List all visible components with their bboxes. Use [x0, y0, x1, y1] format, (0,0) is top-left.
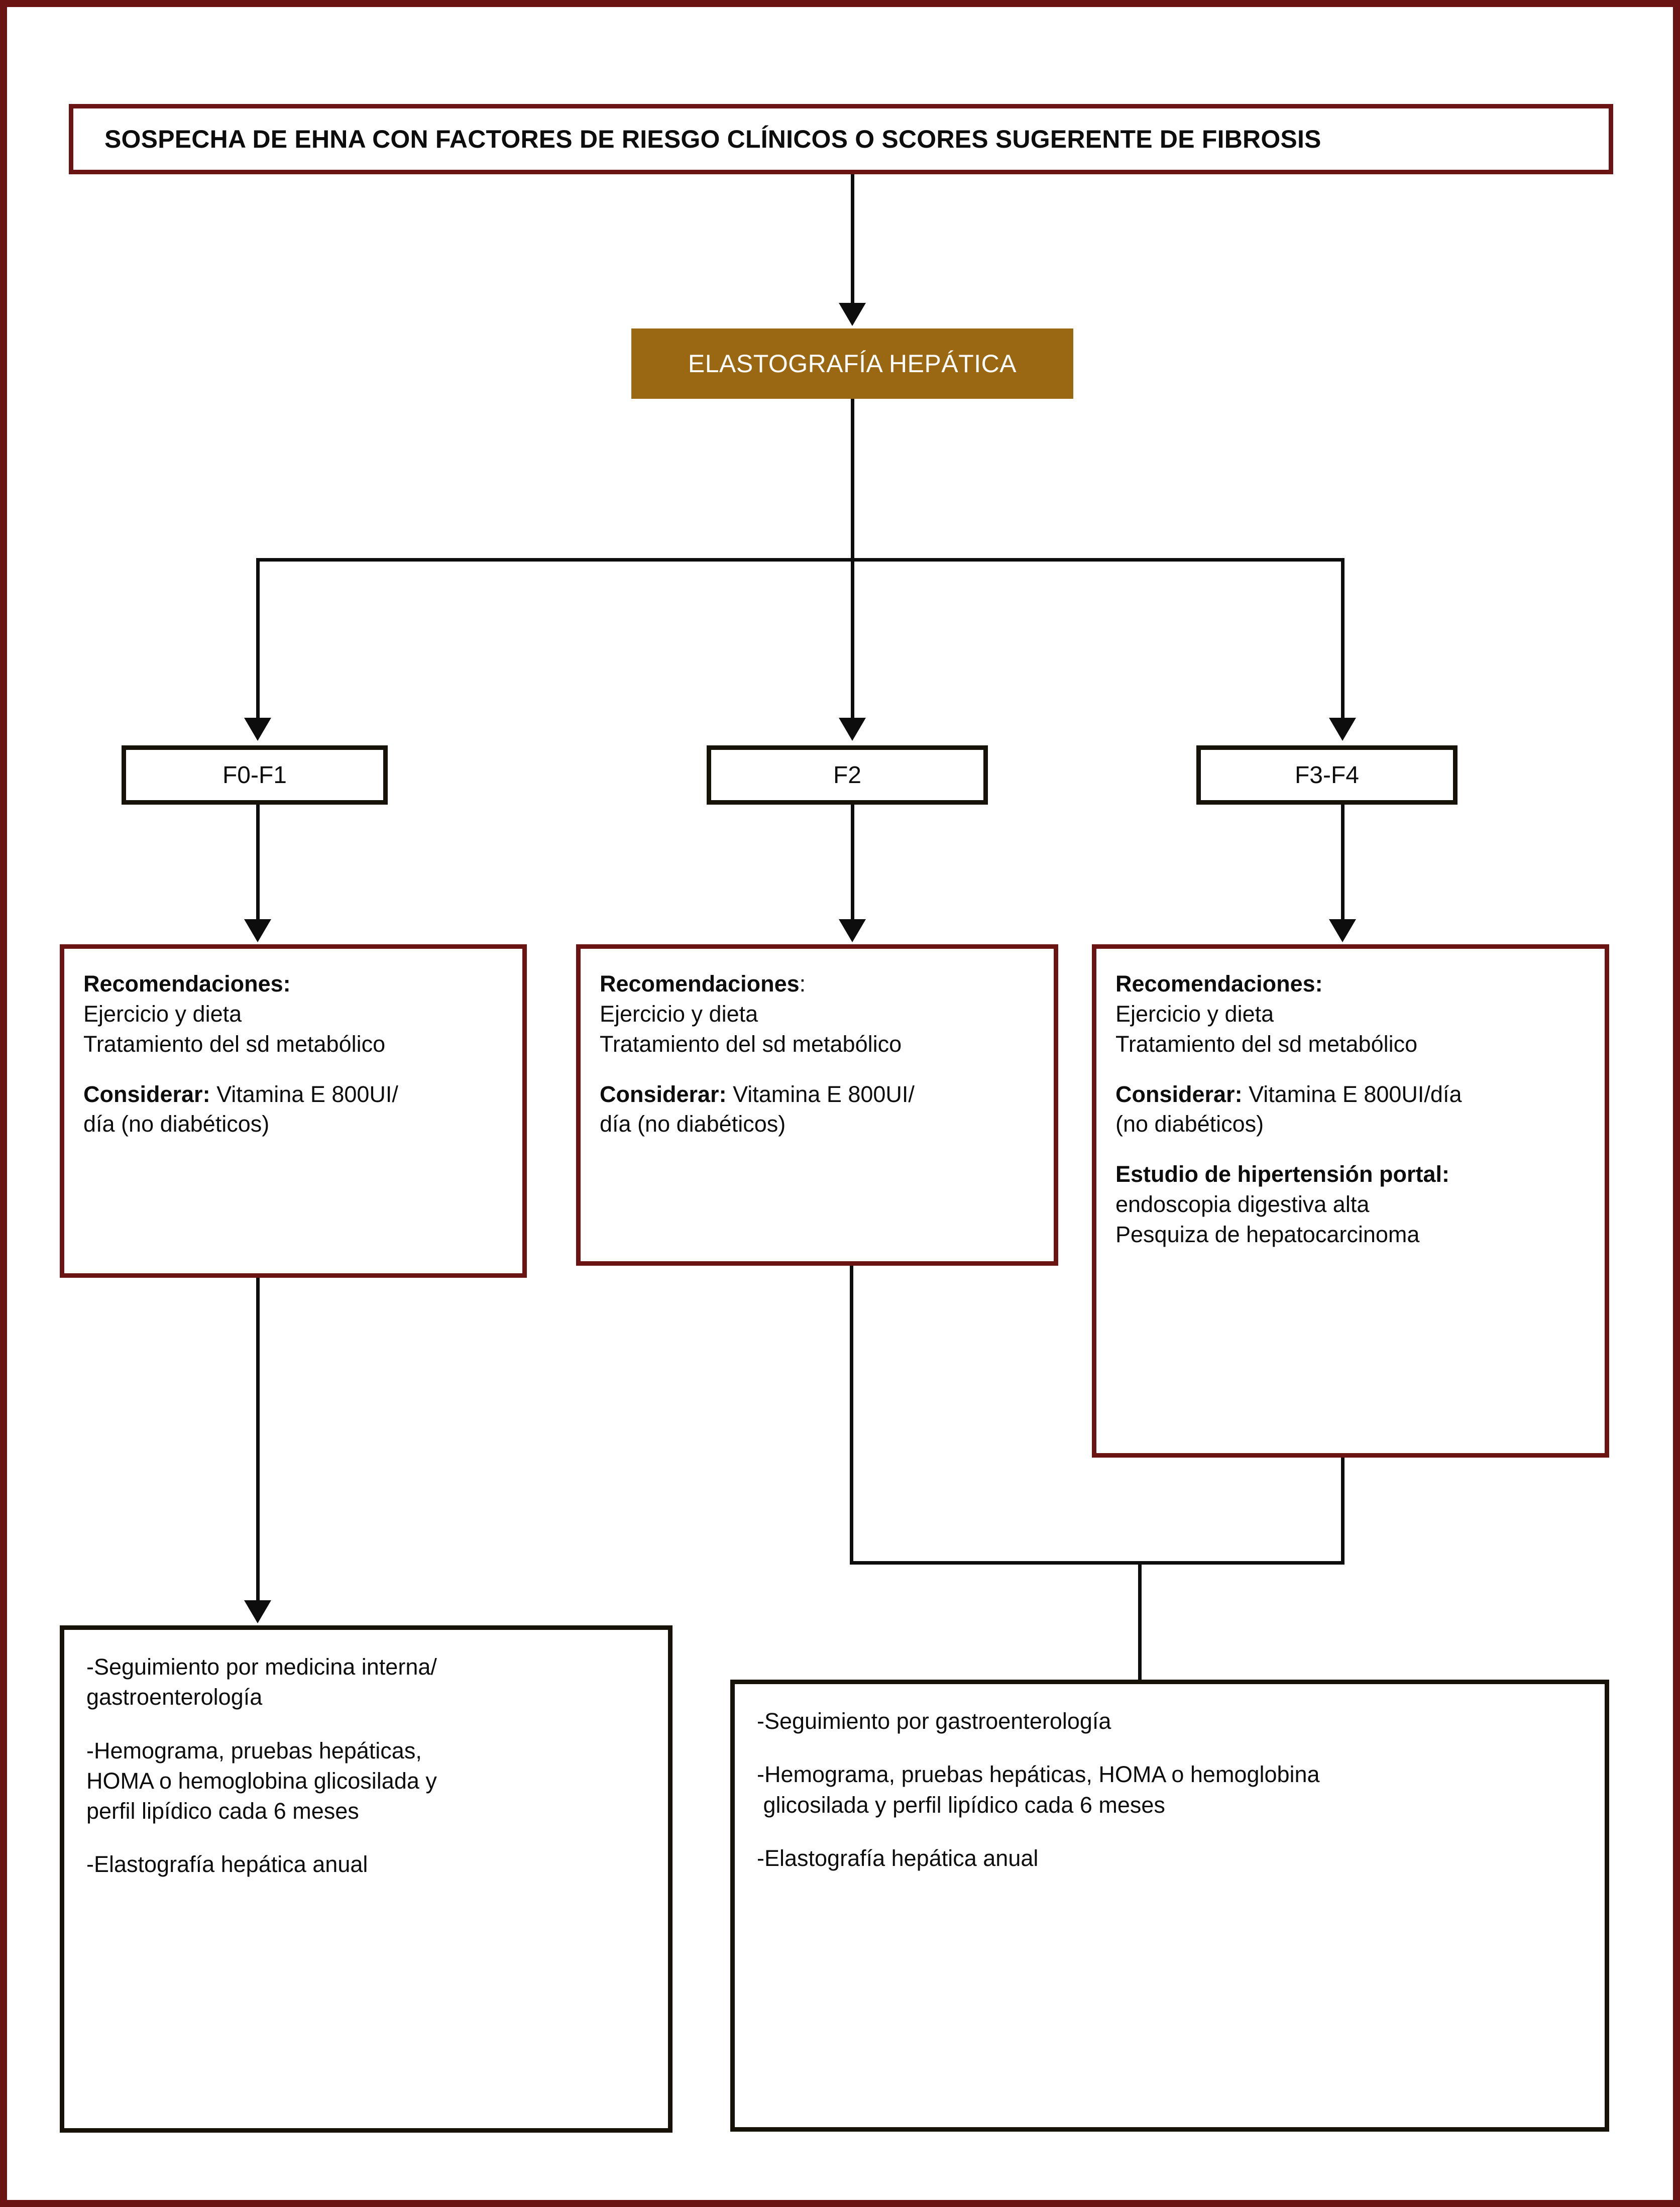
arrowhead-to-f0f1 [244, 718, 271, 741]
outcome-left-item2-l2: HOMA o hemoglobina glicosilada y [86, 1768, 437, 1794]
rec1-consider-text: Vitamina E 800UI/ [210, 1081, 398, 1107]
rec3-portal-line-2: Pesquiza de hepatocarcinoma [1115, 1221, 1420, 1247]
outcome-right-item1: -Seguimiento por gastroenterología [757, 1708, 1111, 1734]
rec3-consider-text: Vitamina E 800UI/día [1242, 1081, 1462, 1107]
arrowhead-to-elastography [839, 303, 866, 326]
connector-merge-horizontal [850, 1561, 1345, 1565]
arrowhead-to-rec3 [1329, 919, 1356, 942]
rec2-line-1: Ejercicio y dieta [600, 1001, 758, 1027]
rec3-consider-label: Considerar: [1115, 1081, 1243, 1107]
outcome-box-left: -Seguimiento por medicina interna/ gastr… [60, 1625, 673, 2133]
connector-bus-horizontal [256, 558, 1345, 562]
outcome-left-spacer-1 [86, 1713, 651, 1736]
recommendation-box-f3-f4: Recomendaciones: Ejercicio y dieta Trata… [1092, 944, 1609, 1458]
outcome-left-item2-l1: -Hemograma, pruebas hepáticas, [86, 1737, 422, 1763]
arrowhead-to-rec1 [244, 919, 271, 942]
rec1-consider-line: Considerar: Vitamina E 800UI/ [83, 1079, 505, 1110]
rec3-line-2: Tratamiento del sd metabólico [1115, 1031, 1418, 1057]
outcome-right-spacer-1 [757, 1736, 1588, 1759]
connector-bus-to-f0f1 [256, 558, 260, 720]
rec1-heading: Recomendaciones: [83, 971, 291, 997]
elastography-label: ELASTOGRAFÍA HEPÁTICA [688, 350, 1017, 378]
outcome-right-spacer-2 [757, 1820, 1588, 1843]
outcome-left-item1-l1: -Seguimiento por medicina interna/ [86, 1654, 437, 1680]
rec3-consider-line2: (no diabéticos) [1115, 1111, 1264, 1137]
rec3-spacer-1 [1115, 1059, 1588, 1079]
rec3-consider-line: Considerar: Vitamina E 800UI/día [1115, 1079, 1588, 1110]
outcome-box-right: -Seguimiento por gastroenterología -Hemo… [730, 1680, 1609, 2132]
outcome-right-item3: -Elastografía hepática anual [757, 1845, 1039, 1871]
rec2-consider-line: Considerar: Vitamina E 800UI/ [600, 1079, 1037, 1110]
recommendation-box-f2: Recomendaciones: Ejercicio y dieta Trata… [576, 944, 1058, 1266]
rec3-line-1: Ejercicio y dieta [1115, 1001, 1274, 1027]
rec1-spacer [83, 1059, 505, 1079]
stage-box-f2: F2 [707, 745, 988, 805]
rec1-line-1: Ejercicio y dieta [83, 1001, 242, 1027]
elastography-box: ELASTOGRAFÍA HEPÁTICA [631, 328, 1073, 399]
connector-f0f1-to-rec1 [256, 805, 260, 921]
rec3-portal-line-1: endoscopia digestiva alta [1115, 1191, 1370, 1218]
stage-label-f0-f1: F0-F1 [222, 761, 287, 789]
connector-rec2-down [850, 1266, 853, 1565]
header-title: SOSPECHA DE EHNA CON FACTORES DE RIESGO … [104, 125, 1321, 153]
recommendation-box-f0-f1: Recomendaciones: Ejercicio y dieta Trata… [60, 944, 527, 1278]
connector-bus-to-f2 [851, 558, 854, 720]
rec2-heading-line: Recomendaciones: [600, 969, 1037, 999]
rec2-consider-label: Considerar: [600, 1081, 727, 1107]
rec1-line-2: Tratamiento del sd metabólico [83, 1031, 386, 1057]
stage-box-f3-f4: F3-F4 [1196, 745, 1458, 805]
connector-bus-to-f3f4 [1341, 558, 1345, 720]
connector-rec1-to-outcome-left [256, 1278, 260, 1602]
arrowhead-to-f2 [839, 718, 866, 741]
outcome-left-item2-l3: perfil lipídico cada 6 meses [86, 1798, 359, 1824]
header-box: SOSPECHA DE EHNA CON FACTORES DE RIESGO … [69, 104, 1613, 174]
rec2-consider-text: Vitamina E 800UI/ [726, 1081, 915, 1107]
arrowhead-to-rec2 [839, 919, 866, 942]
rec3-spacer-2 [1115, 1139, 1588, 1159]
rec1-consider-line2: día (no diabéticos) [83, 1111, 270, 1137]
rec3-heading: Recomendaciones: [1115, 971, 1323, 997]
outcome-left-spacer-2 [86, 1826, 651, 1849]
arrowhead-to-outcome-left [244, 1600, 271, 1623]
arrowhead-to-f3f4 [1329, 718, 1356, 741]
rec2-heading: Recomendaciones [600, 971, 800, 997]
outcome-left-item3: -Elastografía hepática anual [86, 1851, 368, 1878]
connector-elastography-to-bus [851, 399, 854, 562]
rec2-heading-colon: : [799, 971, 806, 997]
stage-label-f2: F2 [833, 761, 861, 789]
outcome-right-item2-l1: -Hemograma, pruebas hepáticas, HOMA o he… [757, 1761, 1320, 1788]
connector-merge-to-outcome-right [1138, 1561, 1142, 1682]
connector-header-to-elastography [851, 174, 854, 305]
rec2-line-2: Tratamiento del sd metabólico [600, 1031, 902, 1057]
connector-rec3-down [1341, 1458, 1345, 1565]
stage-box-f0-f1: F0-F1 [122, 745, 388, 805]
connector-f3f4-to-rec3 [1341, 805, 1345, 921]
rec2-consider-line2: día (no diabéticos) [600, 1111, 786, 1137]
rec3-portal-label: Estudio de hipertensión portal: [1115, 1161, 1450, 1187]
rec1-consider-label: Considerar: [83, 1081, 210, 1107]
rec2-spacer [600, 1059, 1037, 1079]
outcome-right-item2-l2: glicosilada y perfil lipídico cada 6 mes… [757, 1792, 1165, 1818]
connector-f2-to-rec2 [851, 805, 854, 921]
outcome-left-item1-l2: gastroenterología [86, 1684, 263, 1710]
stage-label-f3-f4: F3-F4 [1294, 761, 1359, 789]
